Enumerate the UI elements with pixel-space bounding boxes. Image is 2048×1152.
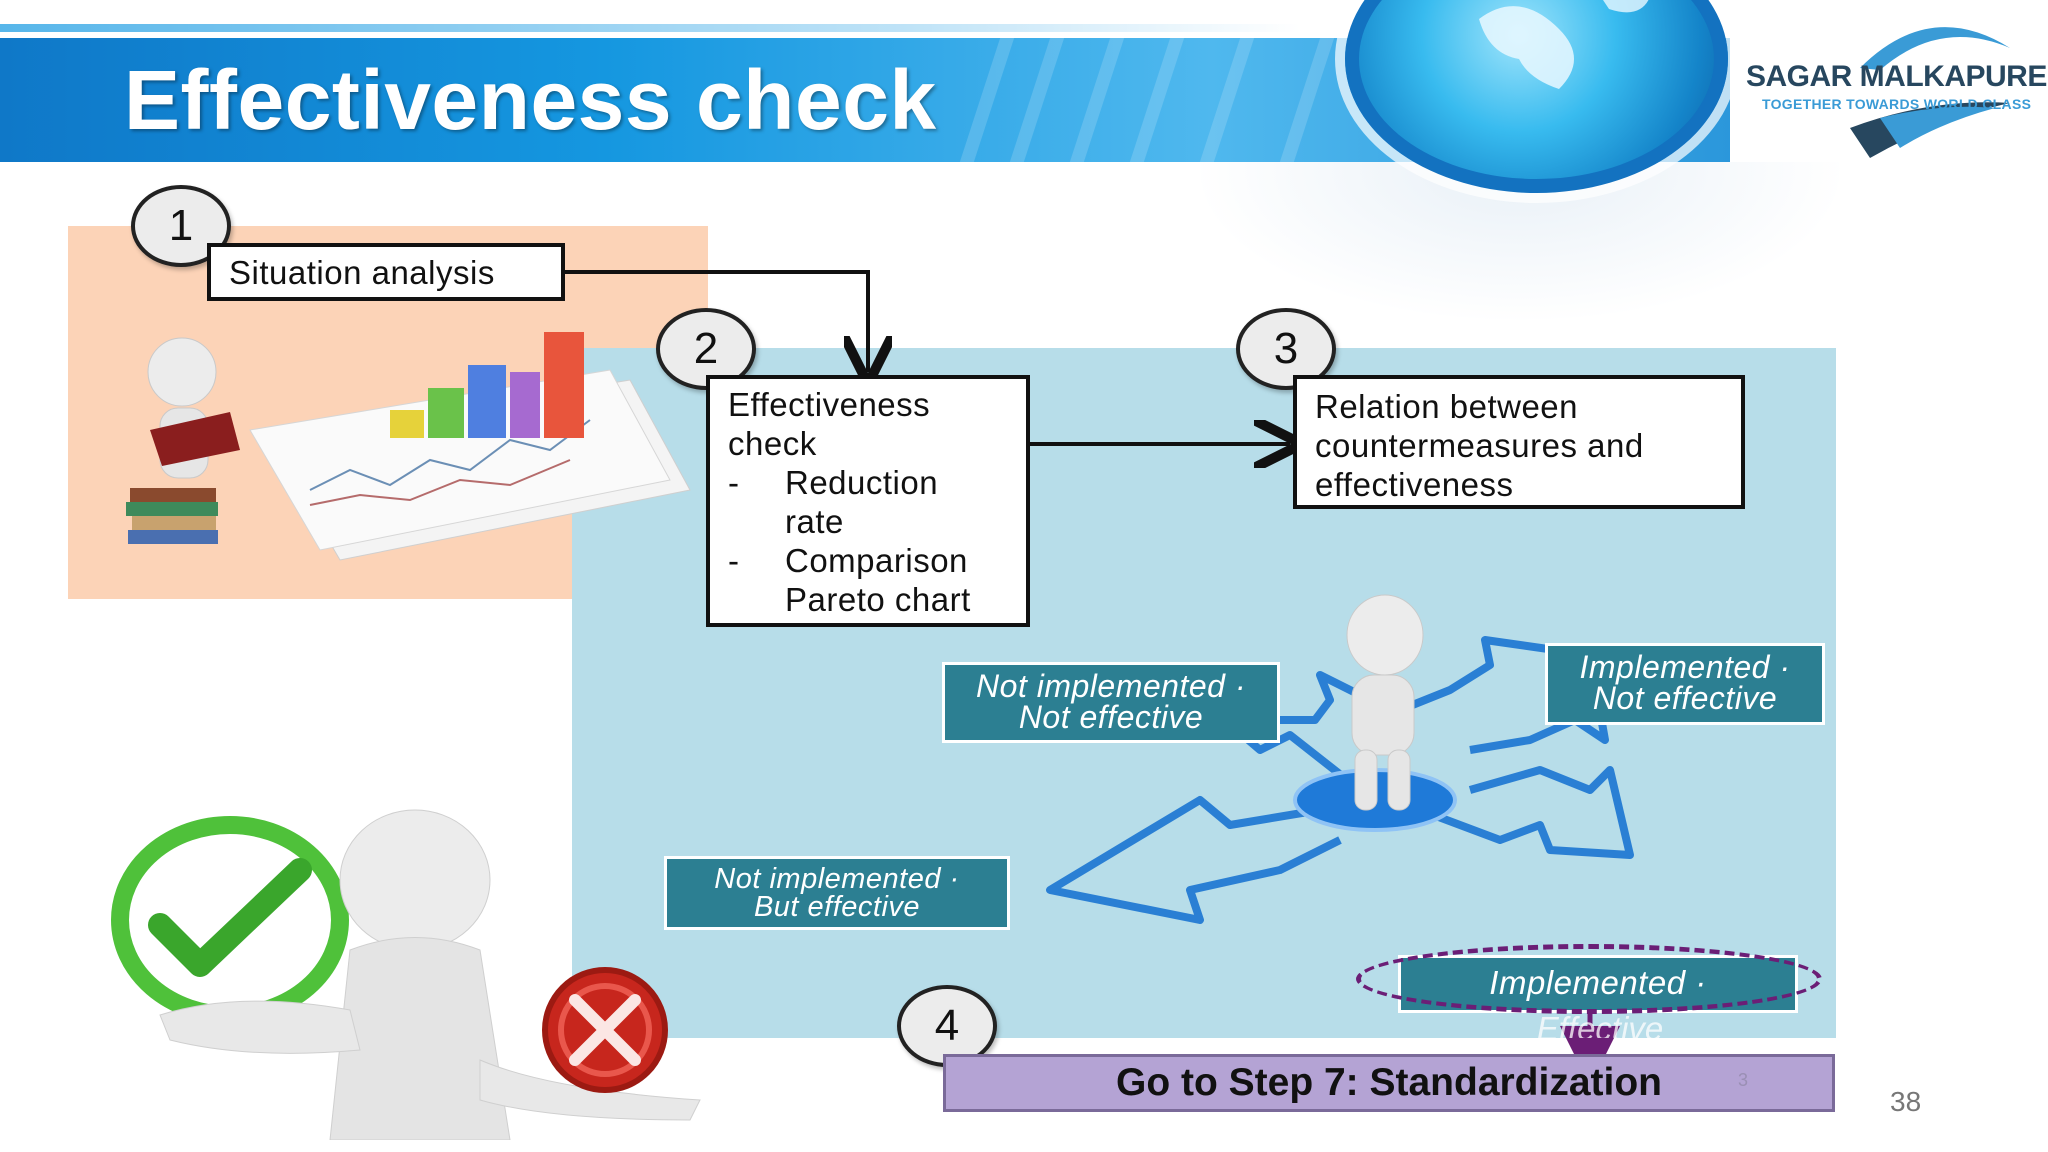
effectiveness-check-box: Effectiveness check - Reduction rate - C… [706,375,1030,627]
bullet-reduction: Reduction [785,464,939,501]
label-line: But effective [753,891,921,923]
header-stripe [0,24,1300,32]
effectiveness-check-title-1: Effectiveness [728,386,931,423]
label-line: Not effective [1592,680,1778,716]
bullet-dash-1: - [728,464,740,501]
label-not-implemented-not-effective: Not implemented · Not effective [942,662,1280,743]
relation-line-2: countermeasures and [1315,427,1644,464]
bullet-pareto-chart: Pareto chart [785,581,971,618]
step-4-badge: 4 [897,985,997,1067]
check-mark-icon [111,816,349,1024]
thinking-figure-icon [1346,594,1424,811]
label-line: Not implemented · [714,863,960,895]
label-line: Not implemented · [976,668,1246,704]
bar-note: 3 [1738,1070,1749,1090]
label-effective-overflow: Effective [1536,1010,1664,1038]
standardization-label: Go to Step 7: Standardization [1115,1061,1663,1104]
x-mark-icon [542,967,668,1093]
relation-line-1: Relation between [1315,388,1579,425]
bullet-comparison: Comparison [785,542,968,579]
standardization-bar: Go to Step 7: Standardization [943,1054,1835,1112]
logo-name: SAGAR MALKAPURE [1746,60,2047,93]
decision-illustration [111,809,701,1140]
relation-box: Relation between countermeasures and eff… [1293,375,1745,509]
bullet-dash-2: - [728,542,740,579]
label-implemented-not-effective: Implemented · Not effective [1545,643,1825,725]
logo-area [1730,0,2048,162]
relation-line-3: effectiveness [1315,466,1514,503]
logo-wave-icon [1850,27,2010,158]
situation-analysis-box: Situation analysis [207,243,565,301]
figure-reading-icon [126,337,240,544]
bullet-reduction-cont: rate [785,503,844,540]
label-line: Implemented · [1579,649,1791,685]
page-title: Effectiveness check [124,53,937,147]
logo-tagline: TOGETHER TOWARDS WORLD CLASS [1762,96,2032,112]
slide-number: 38 [1890,1086,1922,1117]
effectiveness-check-title-2: check [728,425,817,462]
situation-analysis-label: Situation analysis [229,253,495,291]
label-not-implemented-but-effective: Not implemented · But effective [664,856,1010,930]
bar-chart-icon [390,332,584,438]
situation-illustration [126,332,691,561]
label-line: Not effective [1018,699,1204,735]
direction-arrows-icon [1046,594,1634,924]
highlight-oval [1356,944,1822,1014]
